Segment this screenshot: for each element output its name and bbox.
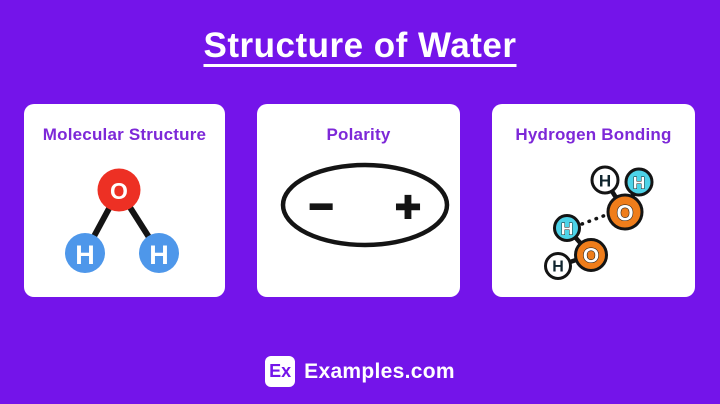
hydrogen-atom-lower-left — [544, 252, 572, 280]
polarity-diagram: − + — [280, 162, 450, 248]
page-title: Structure of Water — [203, 26, 517, 65]
water-molecule-diagram: O H H — [65, 168, 179, 273]
footer-brand: Ex Examples.com — [0, 356, 720, 387]
examples-logo-badge: Ex — [265, 356, 296, 387]
oxygen-atom-lower — [574, 238, 608, 272]
hydrogen-atom-lower-top — [553, 214, 581, 242]
h-label-upper-left: H — [599, 172, 611, 191]
card-molecular-structure: O H H Molecular Structure — [24, 104, 225, 297]
hydrogen-bonding-diagram: H H O H O H — [544, 165, 654, 280]
h-label-lower-top: H — [561, 220, 573, 239]
h-label-lower-left: H — [552, 259, 564, 276]
hydrogen-bond-dotted-line — [580, 213, 608, 226]
hydrogen-atom-upper-right — [624, 167, 654, 197]
card-hydrogen-bonding: H H O H O H Hydrogen Bonding — [492, 104, 695, 297]
card-title-hydrogen-bonding: Hydrogen Bonding — [515, 125, 672, 144]
card-title-polarity: Polarity — [326, 125, 391, 144]
hydrogen-atom-right — [139, 233, 179, 273]
oxygen-atom-upper — [606, 193, 644, 231]
hydrogen-label-right: H — [149, 240, 169, 270]
hydrogen-atom-left — [65, 233, 105, 273]
card-title-molecular-structure: Molecular Structure — [42, 125, 207, 144]
o-label-lower: O — [583, 245, 599, 268]
card-polarity: − + Polarity — [257, 104, 460, 297]
o-label-upper: O — [616, 201, 633, 226]
examples-brand-text: Examples.com — [304, 359, 455, 383]
hydrogen-atom-upper-left — [590, 165, 620, 195]
minus-symbol: − — [309, 183, 334, 230]
hydrogen-label-left: H — [75, 240, 95, 270]
h-label-upper-right: H — [633, 174, 645, 193]
dipole-ellipse — [280, 162, 450, 248]
oxygen-atom — [97, 168, 141, 212]
plus-symbol: + — [395, 183, 421, 232]
oxygen-label: O — [110, 178, 128, 204]
